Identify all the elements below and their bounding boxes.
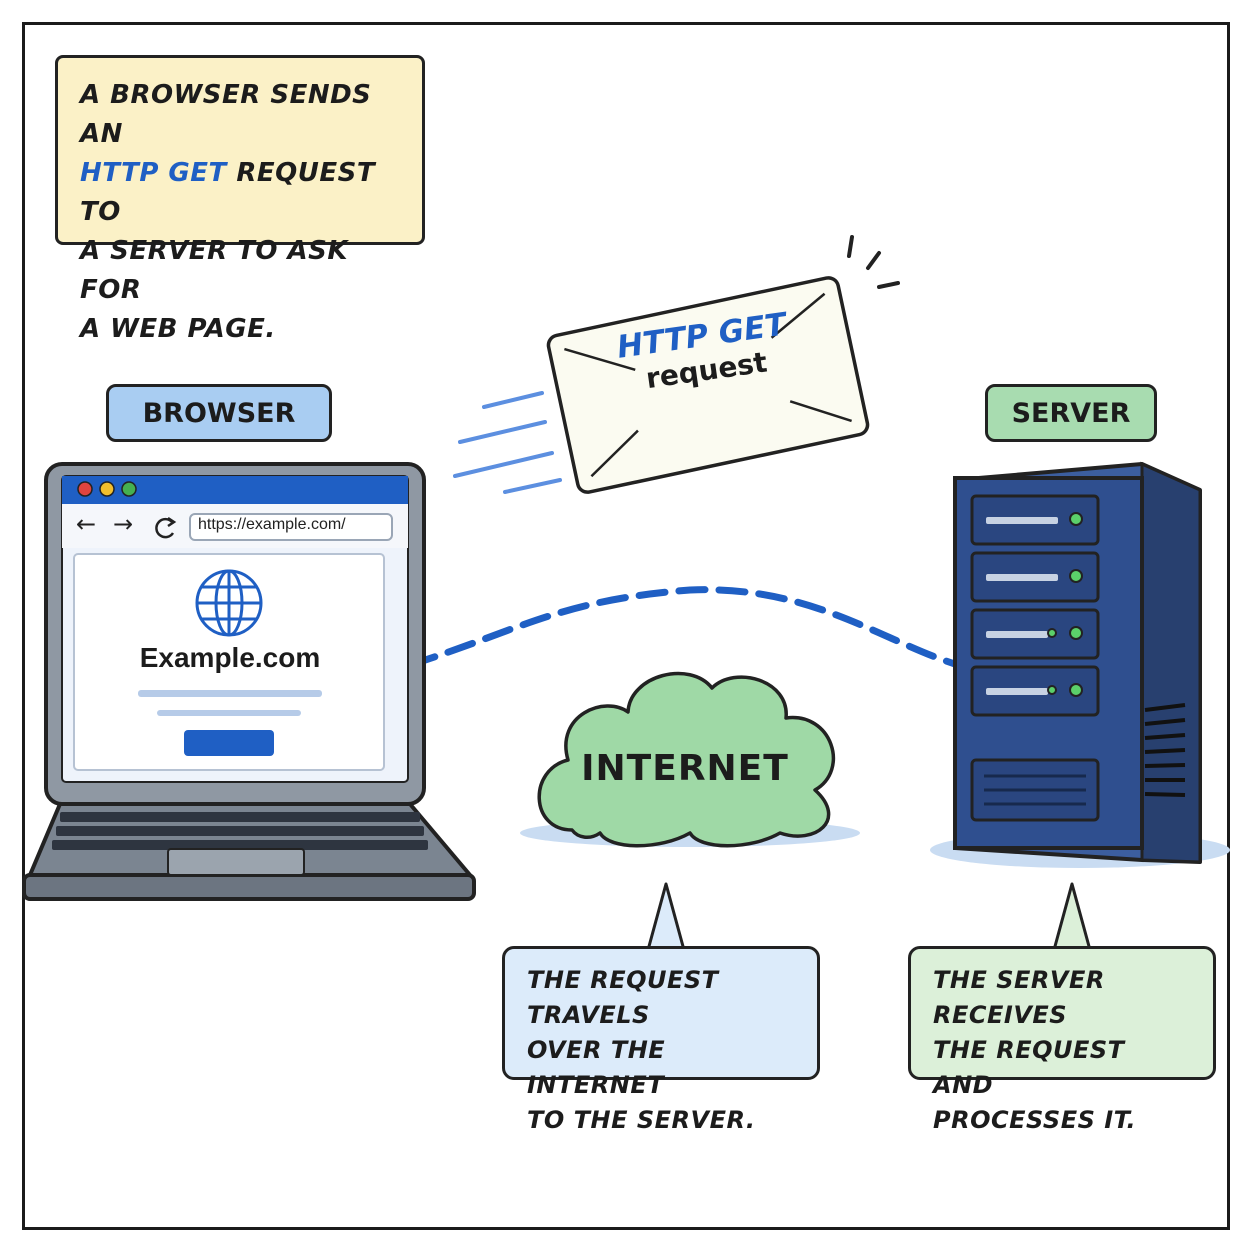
intro-line-4: A WEB PAGE. — [80, 314, 276, 344]
callout-pointer-server — [1052, 882, 1092, 952]
callout-server-line-3: PROCESSES IT. — [933, 1106, 1137, 1134]
server-label: SERVER — [985, 384, 1157, 442]
window-close-dot — [77, 481, 93, 497]
callout-internet-line-1: THE REQUEST TRAVELS — [527, 966, 719, 1029]
intro-line-1: A BROWSER SENDS AN — [80, 80, 372, 149]
envelope-icon — [546, 276, 870, 494]
server-icon — [930, 461, 1230, 868]
intro-note: A BROWSER SENDS AN HTTP GET REQUEST TO A… — [55, 55, 425, 344]
trackpad — [167, 848, 305, 876]
callout-server: THE SERVER RECEIVES THE REQUEST AND PROC… — [908, 946, 1216, 1134]
callout-pointer-internet — [646, 882, 686, 952]
globe-icon — [195, 569, 263, 637]
keyboard — [52, 812, 428, 850]
motion-lines — [453, 391, 562, 494]
callout-server-line-2: THE REQUEST AND — [933, 1036, 1125, 1099]
emphasis-marks — [847, 235, 900, 289]
address-bar-url[interactable]: https://example.com/ — [198, 516, 346, 533]
site-name: Example.com — [139, 642, 321, 673]
cloud-icon — [520, 671, 860, 848]
internet-label: INTERNET — [581, 748, 789, 789]
drive-slots — [986, 517, 1058, 695]
reload-icon — [155, 517, 175, 539]
callout-internet-line-2: OVER THE INTERNET — [527, 1036, 666, 1099]
callout-internet: THE REQUEST TRAVELS OVER THE INTERNET TO… — [502, 946, 820, 1134]
status-lights — [1047, 512, 1083, 697]
callout-server-line-1: THE SERVER RECEIVES — [933, 966, 1105, 1029]
vent-lines — [1144, 703, 1186, 797]
window-maximize-dot — [121, 481, 137, 497]
window-minimize-dot — [99, 481, 115, 497]
intro-http-get: HTTP GET — [80, 158, 227, 188]
intro-line-2: HTTP GET REQUEST TO — [80, 154, 400, 232]
intro-line-3: A SERVER TO ASK FOR — [80, 236, 349, 305]
page-button — [184, 730, 274, 756]
callout-internet-line-3: TO THE SERVER. — [527, 1106, 756, 1134]
forward-arrow-icon[interactable]: → — [113, 510, 134, 538]
back-arrow-icon[interactable]: ← — [76, 510, 97, 538]
browser-label: BROWSER — [106, 384, 332, 442]
intro-line-2-rest: REQUEST TO — [80, 158, 376, 227]
address-bar — [189, 513, 393, 541]
laptop-icon — [22, 462, 476, 901]
network-connection — [406, 586, 959, 669]
